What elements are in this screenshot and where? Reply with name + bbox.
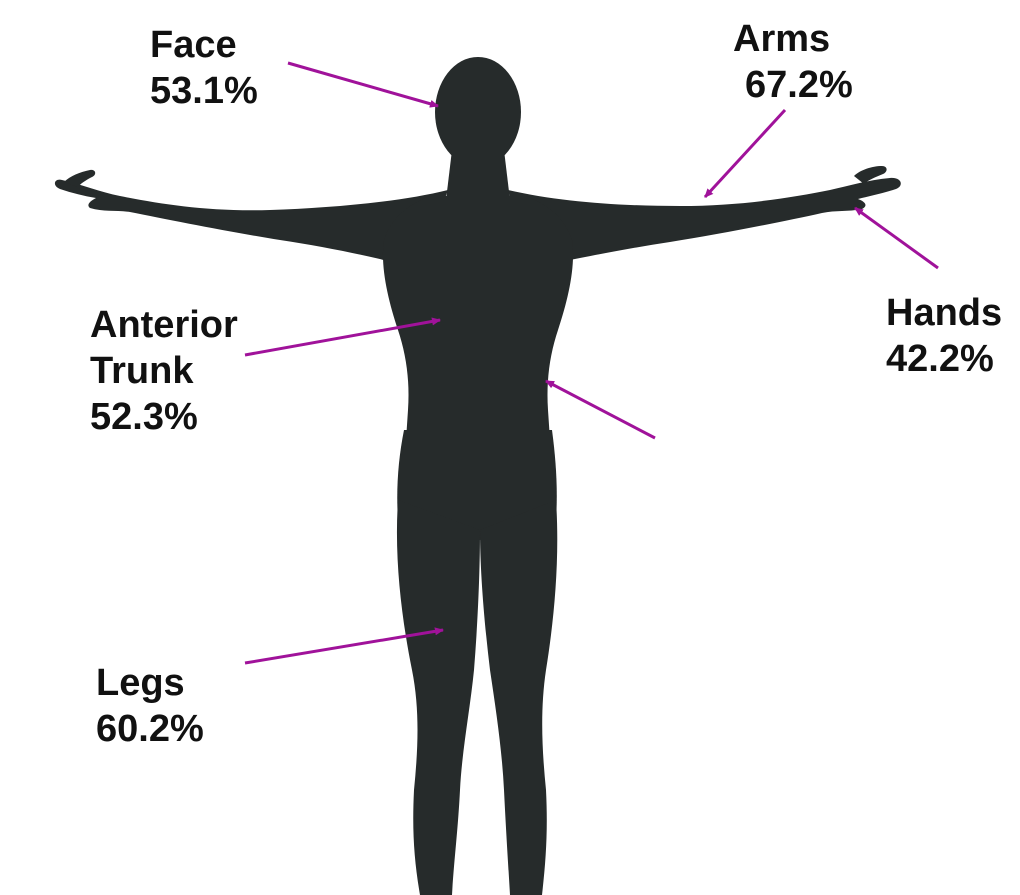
face-pointer-arrow [288, 63, 438, 106]
pointer-arrows [245, 63, 938, 663]
human-silhouette [55, 57, 901, 895]
unlabeled-pointer-arrow [546, 381, 655, 438]
anterior-trunk-label-line1: Anterior [90, 302, 238, 348]
silhouette-neck [446, 150, 510, 200]
face-label: Face 53.1% [150, 22, 258, 114]
arms-label-name: Arms [733, 16, 853, 62]
legs-label: Legs 60.2% [96, 660, 204, 752]
silhouette-left-leg [397, 500, 480, 895]
arms-label: Arms 67.2% [733, 16, 853, 108]
anterior-trunk-label-value: 52.3% [90, 394, 238, 440]
silhouette-torso [383, 196, 573, 440]
hands-label-value: 42.2% [886, 336, 1002, 382]
anterior-trunk-label: Anterior Trunk 52.3% [90, 302, 238, 440]
hands-label: Hands 42.2% [886, 290, 1002, 382]
arms-label-value: 67.2% [733, 62, 853, 108]
arms-pointer-arrow [705, 110, 785, 197]
face-label-name: Face [150, 22, 258, 68]
legs-label-name: Legs [96, 660, 204, 706]
anterior-trunk-label-line2: Trunk [90, 348, 238, 394]
hands-label-name: Hands [886, 290, 1002, 336]
legs-label-value: 60.2% [96, 706, 204, 752]
silhouette-right-leg [480, 500, 557, 895]
hands-pointer-arrow [855, 208, 938, 268]
face-label-value: 53.1% [150, 68, 258, 114]
